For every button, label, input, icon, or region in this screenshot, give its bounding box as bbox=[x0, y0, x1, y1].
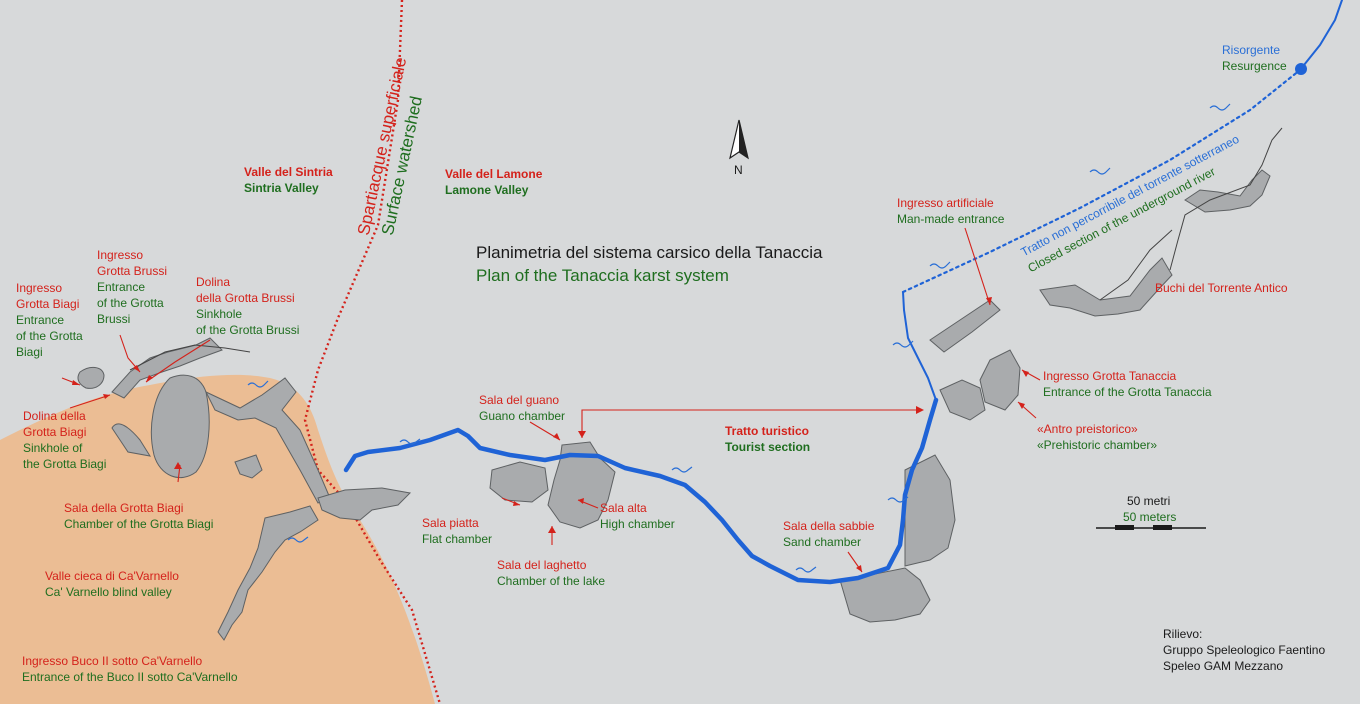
pointer-arrowheads bbox=[72, 297, 1029, 572]
valle-cieca-it: Valle cieca di Ca'Varnello bbox=[45, 569, 179, 583]
ingresso-artificiale-it: Ingresso artificiale bbox=[897, 196, 994, 210]
north-label: N bbox=[734, 163, 743, 177]
flow-arrow-icon bbox=[247, 103, 1231, 573]
scale-bar bbox=[1096, 525, 1206, 530]
sala-guano-en: Guano chamber bbox=[479, 409, 566, 423]
risorgente-en: Resurgence bbox=[1222, 59, 1287, 73]
map-title-en: Plan of the Tanaccia karst system bbox=[476, 266, 729, 285]
ingresso-brussi-it-2: Grotta Brussi bbox=[97, 264, 168, 278]
ingresso-tanaccia-it: Ingresso Grotta Tanaccia bbox=[1043, 369, 1177, 383]
dolina-biagi-en-2: the Grotta Biagi bbox=[23, 457, 107, 471]
risorgente-it: Risorgente bbox=[1222, 43, 1281, 57]
antro-en: «Prehistoric chamber» bbox=[1037, 438, 1158, 452]
sala-guano-it: Sala del guano bbox=[479, 393, 560, 407]
sala-laghetto-en: Chamber of the lake bbox=[497, 574, 606, 588]
buco-ii-en: Entrance of the Buco II sotto Ca'Varnell… bbox=[22, 670, 238, 684]
dolina-brussi-it-1: Dolina bbox=[196, 275, 231, 289]
tratto-turistico-en: Tourist section bbox=[725, 440, 811, 454]
survey-lines bbox=[129, 127, 1283, 371]
ingresso-biagi-en-3: Biagi bbox=[16, 345, 43, 359]
dolina-biagi-it-2: Grotta Biagi bbox=[23, 425, 87, 439]
scale-label-it: 50 metri bbox=[1127, 494, 1171, 508]
credits-heading: Rilievo: bbox=[1163, 627, 1203, 641]
sala-sabbie-it: Sala della sabbie bbox=[783, 519, 875, 533]
sala-piatta-it: Sala piatta bbox=[422, 516, 479, 530]
ingresso-biagi-it-1: Ingresso bbox=[16, 281, 63, 295]
ingresso-biagi-en-2: of the Grotta bbox=[16, 329, 83, 343]
sala-biagi-en: Chamber of the Grotta Biagi bbox=[64, 517, 214, 531]
scale-label-en: 50 meters bbox=[1123, 510, 1177, 524]
ingresso-brussi-en-3: Brussi bbox=[97, 312, 131, 326]
valle-cieca-en: Ca' Varnello blind valley bbox=[45, 585, 172, 599]
ingresso-brussi-it-1: Ingresso bbox=[97, 248, 144, 262]
buco-ii-it: Ingresso Buco II sotto Ca'Varnello bbox=[22, 654, 203, 668]
sala-biagi-it: Sala della Grotta Biagi bbox=[64, 501, 184, 515]
ingresso-brussi-en-2: of the Grotta bbox=[97, 296, 164, 310]
dolina-biagi-it-1: Dolina della bbox=[23, 409, 86, 423]
sintria-label-it: Valle del Sintria bbox=[244, 165, 333, 179]
sala-alta-it: Sala alta bbox=[600, 501, 647, 515]
ingresso-brussi-en-1: Entrance bbox=[97, 280, 146, 294]
dolina-brussi-en-2: of the Grotta Brussi bbox=[196, 323, 300, 337]
ingresso-biagi-it-2: Grotta Biagi bbox=[16, 297, 80, 311]
sintria-label-en: Sintria Valley bbox=[244, 181, 319, 195]
watershed-line bbox=[303, 0, 442, 704]
dolina-brussi-it-2: della Grotta Brussi bbox=[196, 291, 295, 305]
north-arrow-icon bbox=[729, 119, 749, 160]
blind-valley-area bbox=[0, 374, 435, 704]
ingresso-artificiale-en: Man-made entrance bbox=[897, 212, 1005, 226]
antro-it: «Antro preistorico» bbox=[1037, 422, 1138, 436]
credits-line-2: Speleo GAM Mezzano bbox=[1163, 659, 1284, 673]
tratto-turistico-it: Tratto turistico bbox=[725, 424, 810, 438]
sala-piatta-en: Flat chamber bbox=[422, 532, 493, 546]
lamone-label-it: Valle del Lamone bbox=[445, 167, 543, 181]
lamone-label-en: Lamone Valley bbox=[445, 183, 529, 197]
sala-laghetto-it: Sala del laghetto bbox=[497, 558, 587, 572]
sala-sabbie-en: Sand chamber bbox=[783, 535, 862, 549]
credits-line-1: Gruppo Speleologico Faentino bbox=[1163, 643, 1326, 657]
cave-passages bbox=[77, 169, 1271, 641]
buchi-torrente-it: Buchi del Torrente Antico bbox=[1155, 281, 1288, 295]
dolina-biagi-en-1: Sinkhole of bbox=[23, 441, 83, 455]
resurgence-point-icon bbox=[1295, 63, 1307, 75]
map-title-it: Planimetria del sistema carsico della Ta… bbox=[476, 243, 823, 262]
ingresso-biagi-en-1: Entrance bbox=[16, 313, 65, 327]
ingresso-tanaccia-en: Entrance of the Grotta Tanaccia bbox=[1043, 385, 1212, 399]
dolina-brussi-en-1: Sinkhole bbox=[196, 307, 243, 321]
sala-alta-en: High chamber bbox=[600, 517, 675, 531]
